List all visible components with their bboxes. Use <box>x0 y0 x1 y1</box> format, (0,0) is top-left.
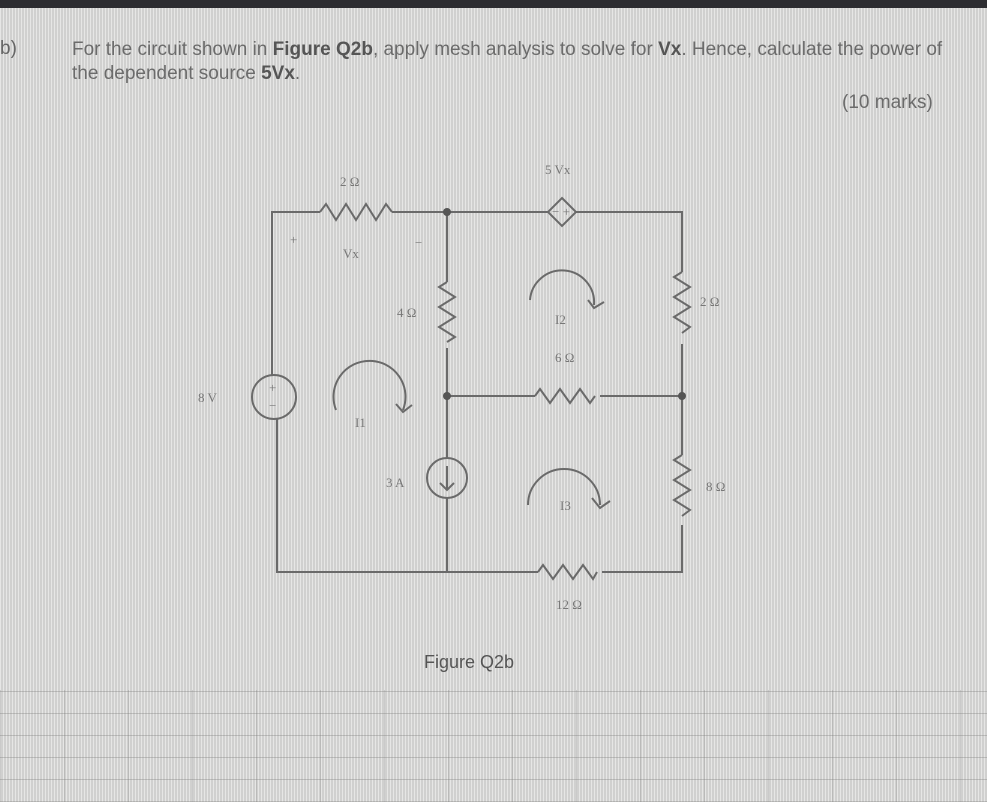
spreadsheet-grid <box>0 690 987 802</box>
node <box>443 392 451 400</box>
voltage-source-minus: − <box>269 398 276 413</box>
label-mesh3: I3 <box>560 498 571 513</box>
label-mesh1: I1 <box>355 415 366 430</box>
marks-label: (10 marks) <box>842 92 933 113</box>
label-r-top: 2 Ω <box>340 174 359 189</box>
label-r-right-bottom: 8 Ω <box>706 479 725 494</box>
node <box>443 208 451 216</box>
label-i-source: 3 A <box>386 475 405 490</box>
resistor-8ohm <box>672 454 692 517</box>
voltage-source-8v <box>251 374 297 420</box>
mesh-arrow-i2-icon <box>529 269 605 310</box>
label-r-right-top: 2 Ω <box>700 294 719 309</box>
label-vx-minus: − <box>415 235 422 250</box>
resistor-6ohm <box>534 387 596 405</box>
label-dep-source: 5 Vx <box>545 162 571 177</box>
resistor-2ohm-right <box>672 271 692 334</box>
label-vx-plus: + <box>290 232 297 247</box>
label-v-source: 8 V <box>198 390 218 405</box>
label-mesh2: I2 <box>555 312 566 327</box>
question-number: b) <box>0 38 17 59</box>
resistor-2ohm-top <box>319 202 393 222</box>
node <box>678 392 686 400</box>
wire <box>446 212 682 572</box>
dependent-source-diamond <box>546 196 578 228</box>
figure-caption: Figure Q2b <box>424 652 515 672</box>
question-text: For the circuit shown in Figure Q2b, app… <box>72 39 943 84</box>
current-arrow-icon <box>439 466 455 492</box>
current-source-3a <box>426 457 468 499</box>
label-vx: Vx <box>343 246 359 261</box>
dep-source-signs: − + <box>552 204 570 219</box>
screen-top-bar <box>0 0 987 8</box>
label-r-bottom: 12 Ω <box>556 597 582 612</box>
voltage-source-plus: + <box>269 380 276 395</box>
label-r6: 6 Ω <box>555 350 574 365</box>
label-r-mid: 4 Ω <box>397 305 416 320</box>
mesh-arrow-i1-icon <box>332 359 413 414</box>
mesh-arrow-i3-icon <box>527 468 611 510</box>
resistor-4ohm <box>437 281 457 343</box>
resistor-12ohm <box>537 563 598 581</box>
